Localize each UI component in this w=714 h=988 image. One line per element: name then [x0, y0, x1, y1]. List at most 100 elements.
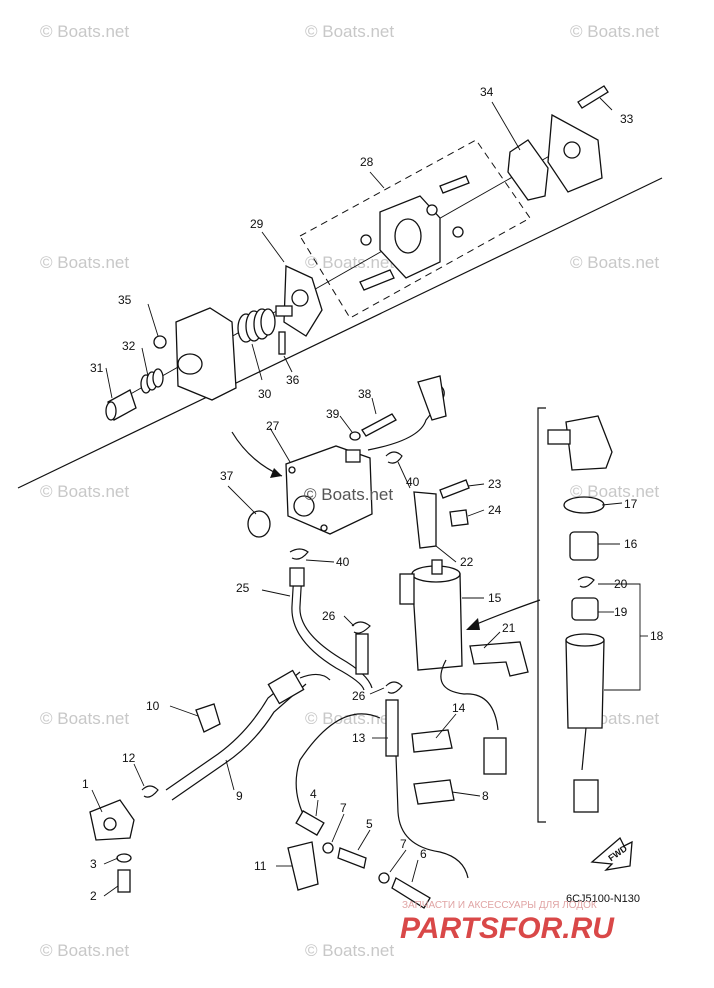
watermark: © Boats.net	[40, 253, 129, 272]
clip-7	[322, 842, 334, 854]
watermark: © Boats.net	[305, 709, 394, 728]
fuel-filter-inlet	[399, 573, 415, 605]
filter-section-bracket	[537, 407, 546, 823]
pump-assembly-dashed-box	[299, 139, 531, 319]
leader-line	[269, 427, 291, 463]
filter-element-16	[569, 531, 599, 561]
callout-numbers: 33 34 28 29 35 32 31 30 36 38 39 27 37 4…	[82, 85, 664, 903]
callout-29: 29	[250, 217, 264, 231]
callout-34: 34	[480, 85, 494, 99]
bolt-23	[439, 479, 470, 499]
bolt-38	[361, 413, 397, 437]
leader-line	[339, 415, 353, 433]
spring-30	[237, 308, 276, 343]
section-divider-line	[17, 177, 663, 489]
leader-line	[105, 367, 113, 399]
callout-8: 8	[482, 789, 489, 803]
callout-28: 28	[360, 155, 374, 169]
callout-3: 3	[90, 857, 97, 871]
leader-line	[369, 171, 385, 189]
sensor-wire	[440, 659, 499, 731]
fwd-arrow: FWD	[590, 836, 633, 871]
callout-5: 5	[366, 817, 373, 831]
leader-line	[251, 343, 263, 381]
nut-19	[571, 597, 599, 621]
callout-12: 12	[122, 751, 136, 765]
callout-7: 7	[340, 801, 347, 815]
brand-tagline: ЗАПЧАСТИ И АКСЕССУАРЫ ДЛЯ ЛОДОК	[402, 900, 597, 911]
filter-bowl-top	[565, 633, 605, 647]
hose-13-line	[395, 755, 469, 879]
hose-9	[165, 671, 301, 791]
clip-7-lower	[378, 872, 390, 884]
callout-23: 23	[488, 477, 502, 491]
arrow-head	[270, 468, 282, 478]
pump-housing	[175, 307, 237, 401]
nut-24	[449, 509, 469, 527]
watermark: © Boats.net	[305, 22, 394, 41]
hose-stub	[355, 633, 369, 675]
leader-line	[411, 859, 419, 883]
fuel-pump-port	[293, 495, 315, 517]
leader-line	[225, 759, 235, 791]
clamp-8	[413, 779, 455, 805]
leader-line	[261, 231, 285, 263]
callout-11: 11	[254, 859, 267, 873]
clip-26	[351, 621, 371, 634]
leader-line	[435, 545, 457, 563]
callout-30: 30	[258, 387, 272, 401]
callout-40: 40	[406, 475, 420, 489]
watermark: © Boats.net	[40, 22, 129, 41]
callout-9: 9	[236, 789, 243, 803]
filter-wire	[581, 727, 587, 771]
callout-7-lower: 7	[400, 837, 407, 851]
fuel-pump-outlet	[345, 449, 361, 463]
callout-4: 4	[310, 787, 317, 801]
callout-24: 24	[488, 503, 502, 517]
callout-20: 20	[614, 577, 628, 591]
leader-line	[467, 483, 485, 487]
watermark: © Boats.net	[40, 482, 129, 501]
hose-9-tail	[299, 673, 331, 681]
plunger-end	[105, 401, 117, 421]
callout-19: 19	[614, 605, 628, 619]
callout-16: 16	[624, 537, 638, 551]
diaphragm-center	[291, 289, 309, 307]
leader-line	[491, 101, 521, 151]
hose-9-fitting	[267, 669, 305, 705]
spring-32	[140, 368, 164, 394]
callout-31: 31	[90, 361, 104, 375]
watermark: © Boats.net	[305, 941, 394, 960]
pump-screw	[439, 175, 470, 194]
leader-line	[357, 829, 371, 851]
filter-head	[565, 415, 613, 471]
callout-32: 32	[122, 339, 136, 353]
watermark: © Boats.net	[570, 253, 659, 272]
clamp-14	[411, 729, 453, 753]
o-ring-17	[563, 496, 605, 514]
clamp-21	[469, 641, 529, 677]
leader-line	[147, 303, 159, 337]
leader-line	[467, 509, 485, 517]
callout-14: 14	[452, 701, 466, 715]
callout-10: 10	[146, 699, 160, 713]
callout-2: 2	[90, 889, 97, 903]
hose-6	[391, 877, 431, 909]
leader-line	[227, 485, 257, 515]
leader-line	[483, 631, 501, 649]
callout-35: 35	[118, 293, 132, 307]
brand-logo: PARTSFOR.RU	[400, 912, 615, 945]
clip-40-lower	[289, 548, 309, 560]
leader-line	[103, 857, 119, 865]
filter-head-fitting	[547, 429, 571, 445]
cover-plate-hole	[563, 141, 581, 159]
pump-nut	[360, 234, 372, 246]
leader-line	[169, 705, 199, 717]
leader-line	[305, 559, 335, 563]
leader-line	[141, 347, 149, 377]
pin-36	[278, 331, 286, 355]
bolt-33	[577, 85, 609, 109]
leader-line	[283, 355, 293, 373]
watermark: © Boats.net	[570, 482, 659, 501]
